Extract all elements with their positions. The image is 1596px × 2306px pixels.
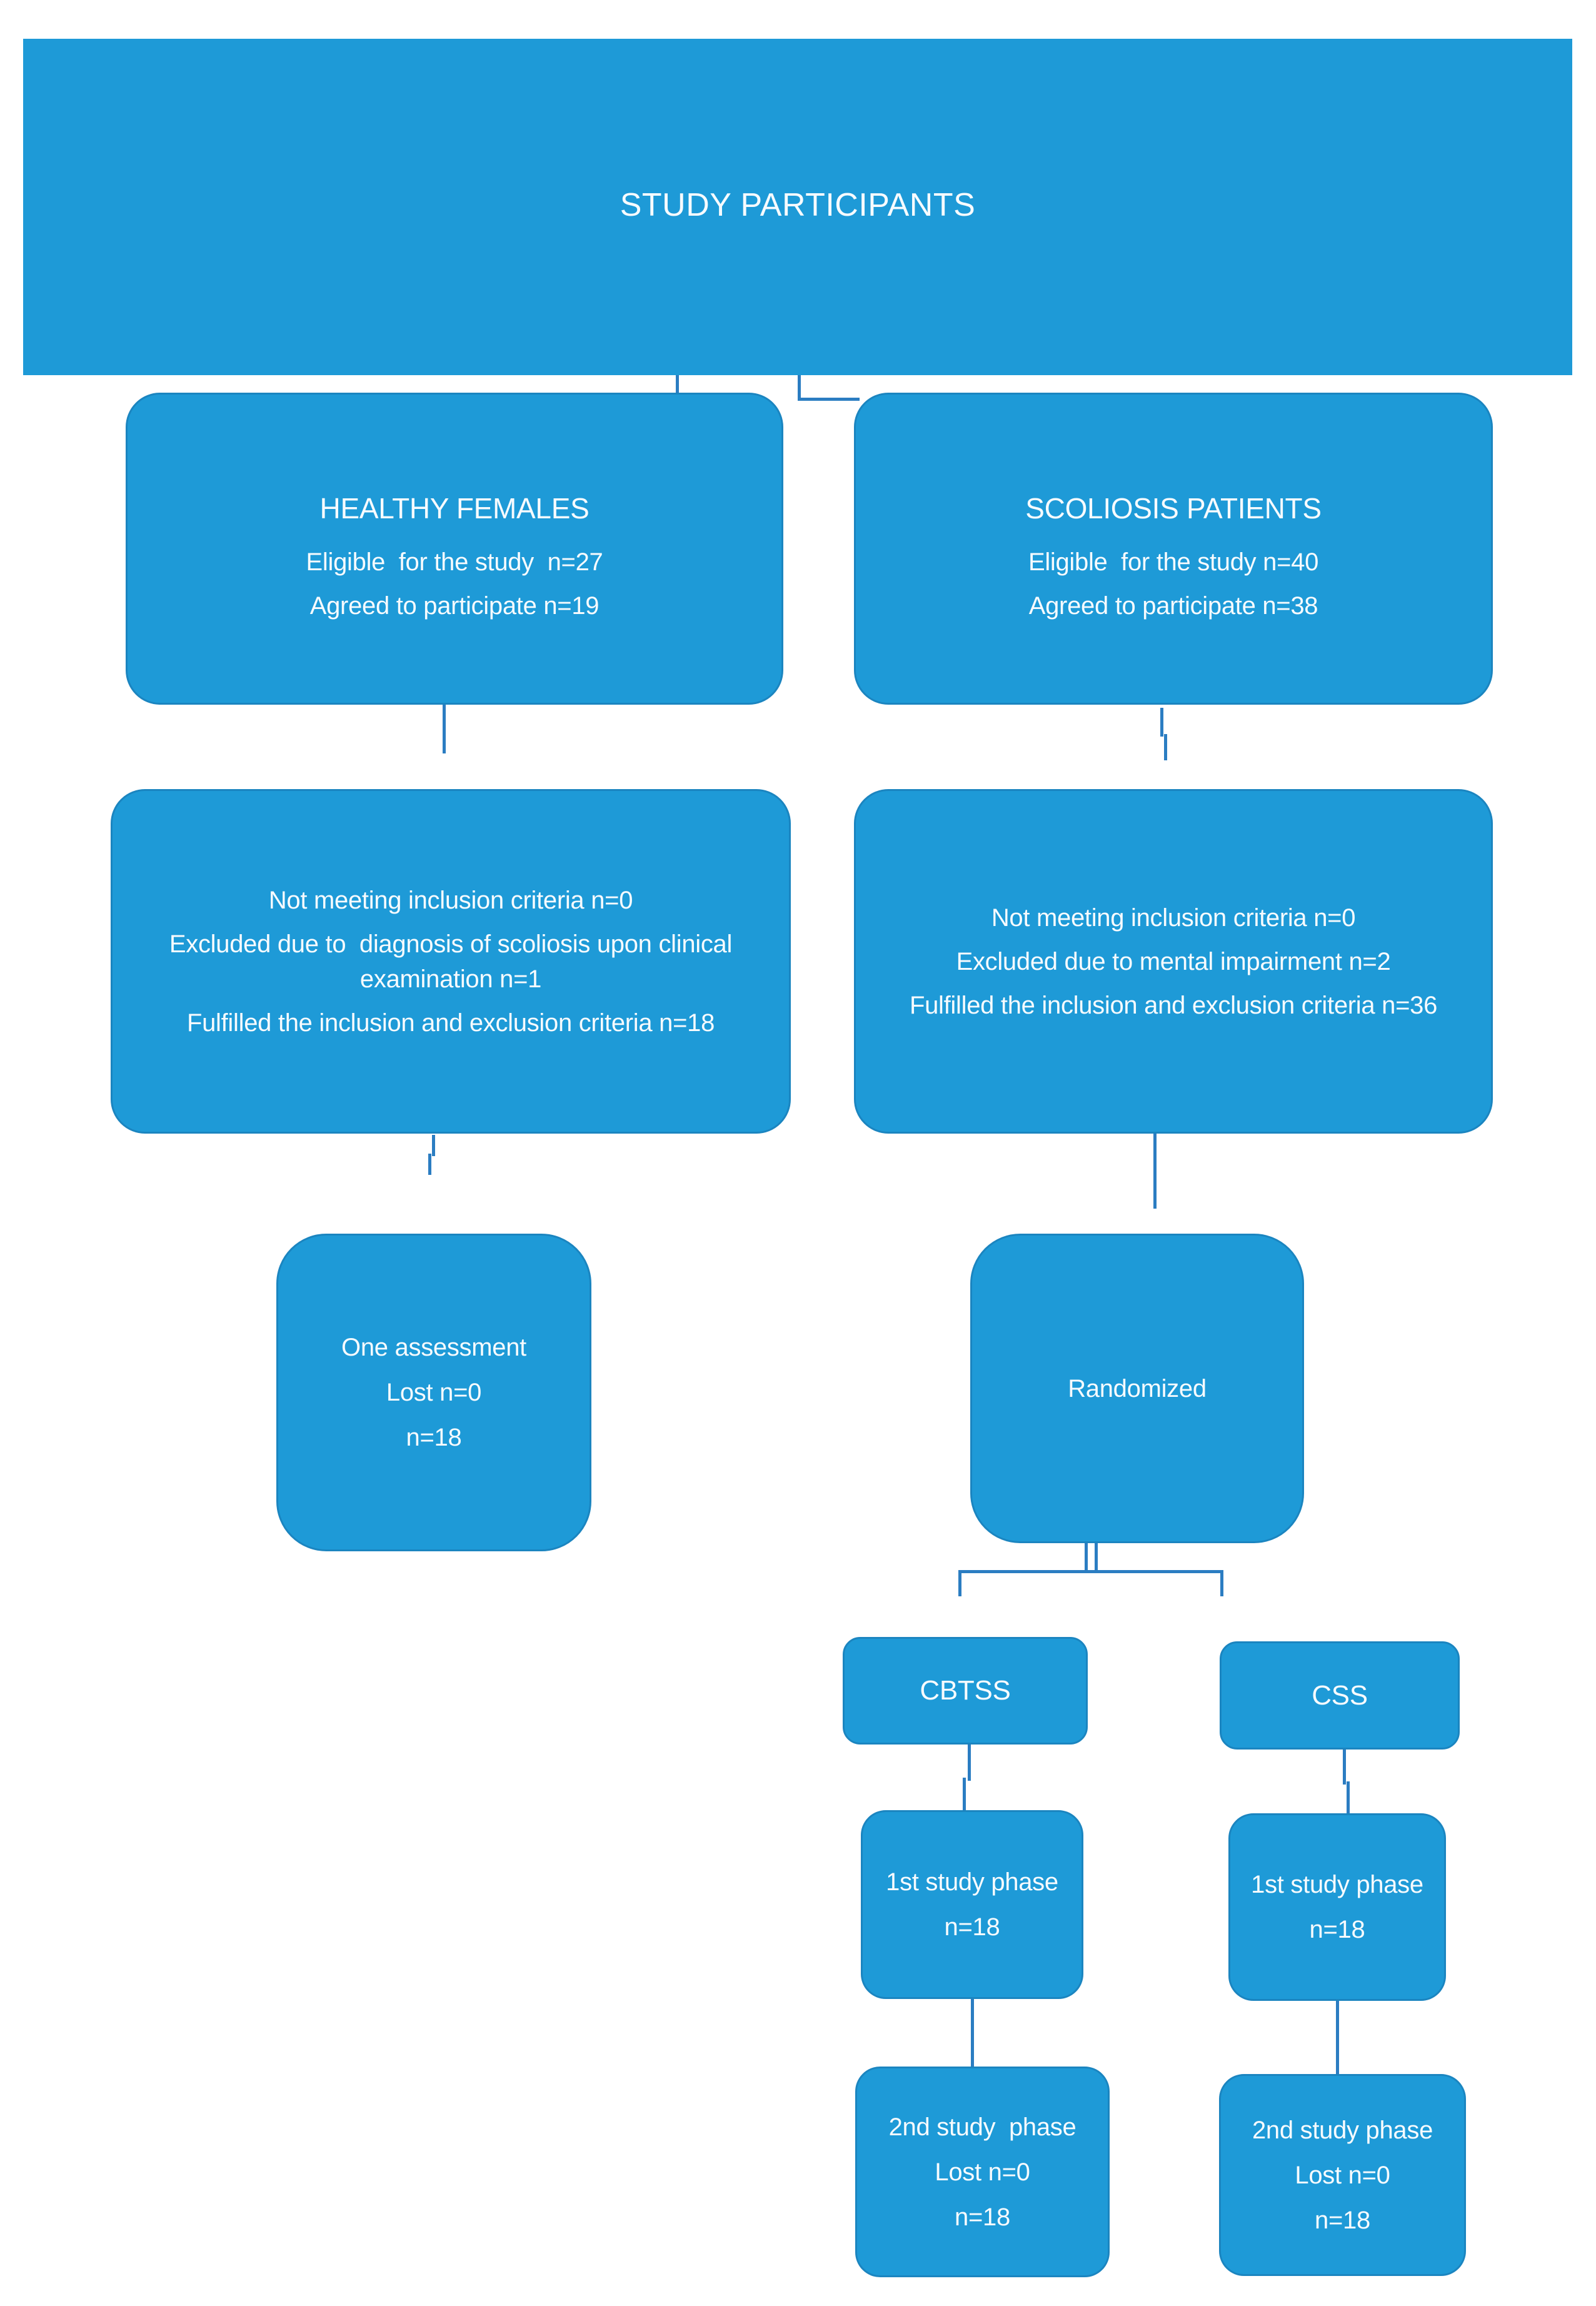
connector-banner-scoliosis-arm bbox=[798, 398, 860, 401]
scoliosis-patients-box: SCOLIOSIS PATIENTS Eligible for the stud… bbox=[854, 393, 1493, 705]
connector-css-phase2 bbox=[1336, 2001, 1339, 2074]
css-phase1-line: 1st study phase bbox=[1251, 1871, 1423, 1898]
randomized-box: Randomized bbox=[970, 1234, 1304, 1543]
css-phase1-box: 1st study phase n=18 bbox=[1228, 1813, 1446, 2001]
connector-scoliosis-screening-b bbox=[1164, 734, 1167, 760]
css-phase1-n-line: n=18 bbox=[1309, 1916, 1365, 1943]
healthy-agreed-line: Agreed to participate n=19 bbox=[309, 592, 600, 620]
cbtss-box: CBTSS bbox=[843, 1637, 1088, 1745]
healthy-fulfilled-line: Fulfilled the inclusion and exclusion cr… bbox=[186, 1009, 715, 1037]
css-phase2-n-line: n=18 bbox=[1315, 2206, 1370, 2234]
connector-randomized-stem-left bbox=[1085, 1543, 1088, 1573]
connector-split-tick-css bbox=[1220, 1570, 1223, 1596]
study-participants-banner: STUDY PARTICIPANTS bbox=[23, 39, 1572, 375]
css-phase2-line: 2nd study phase bbox=[1252, 2116, 1433, 2144]
connector-css-phase1-b bbox=[1347, 1781, 1350, 1815]
connector-split-tick-cbtss bbox=[958, 1570, 961, 1596]
connector-css-phase1-a bbox=[1343, 1750, 1346, 1785]
scoliosis-fulfilled-line: Fulfilled the inclusion and exclusion cr… bbox=[909, 991, 1438, 1019]
one-assessment-n-line: n=18 bbox=[406, 1424, 462, 1451]
connector-split-bar bbox=[958, 1570, 1223, 1573]
healthy-not-meeting-line: Not meeting inclusion criteria n=0 bbox=[268, 886, 633, 914]
cbtss-phase1-box: 1st study phase n=18 bbox=[861, 1810, 1083, 1999]
scoliosis-eligible-line: Eligible for the study n=40 bbox=[1028, 548, 1319, 576]
healthy-females-box: HEALTHY FEMALES Eligible for the study n… bbox=[126, 393, 783, 705]
css-phase2-box: 2nd study phase Lost n=0 n=18 bbox=[1219, 2074, 1466, 2276]
one-assessment-lost-line: Lost n=0 bbox=[386, 1379, 482, 1406]
cbtss-phase2-lost-line: Lost n=0 bbox=[935, 2158, 1030, 2186]
connector-banner-scoliosis-stem bbox=[798, 375, 801, 401]
css-phase2-lost-line: Lost n=0 bbox=[1295, 2161, 1390, 2189]
connector-healthy-screening bbox=[443, 705, 446, 753]
cbtss-label: CBTSS bbox=[920, 1675, 1011, 1706]
randomized-label: Randomized bbox=[1068, 1374, 1207, 1402]
cbtss-phase2-line: 2nd study phase bbox=[888, 2113, 1077, 2141]
healthy-screening-box: Not meeting inclusion criteria n=0 Exclu… bbox=[111, 789, 791, 1134]
connector-scoliosis-screening-a bbox=[1160, 708, 1163, 737]
cbtss-phase2-n-line: n=18 bbox=[955, 2203, 1010, 2231]
css-box: CSS bbox=[1220, 1641, 1460, 1750]
one-assessment-line: One assessment bbox=[341, 1334, 526, 1361]
connector-cbtss-phase1-a bbox=[968, 1745, 971, 1781]
healthy-eligible-line: Eligible for the study n=27 bbox=[306, 548, 603, 576]
css-label: CSS bbox=[1312, 1679, 1368, 1711]
scoliosis-screening-box: Not meeting inclusion criteria n=0 Exclu… bbox=[854, 789, 1493, 1134]
connector-banner-healthy bbox=[676, 375, 679, 394]
connector-randomized-stem-right bbox=[1095, 1543, 1098, 1573]
scoliosis-not-meeting-line: Not meeting inclusion criteria n=0 bbox=[991, 904, 1356, 932]
cbtss-phase1-n-line: n=18 bbox=[944, 1913, 1000, 1941]
healthy-excluded-line: Excluded due to diagnosis of scoliosis u… bbox=[169, 930, 739, 993]
cbtss-phase1-line: 1st study phase bbox=[886, 1868, 1058, 1896]
cbtss-phase2-box: 2nd study phase Lost n=0 n=18 bbox=[855, 2067, 1110, 2277]
healthy-females-heading: HEALTHY FEMALES bbox=[319, 492, 590, 525]
scoliosis-patients-heading: SCOLIOSIS PATIENTS bbox=[1025, 492, 1322, 525]
connector-cbtss-phase1-b bbox=[963, 1778, 966, 1815]
one-assessment-box: One assessment Lost n=0 n=18 bbox=[276, 1234, 591, 1551]
connector-screening-oneassessment-b bbox=[428, 1154, 431, 1175]
scoliosis-excluded-line: Excluded due to mental impairment n=2 bbox=[956, 947, 1391, 975]
connector-cbtss-phase2 bbox=[971, 1999, 974, 2067]
scoliosis-agreed-line: Agreed to participate n=38 bbox=[1028, 592, 1318, 620]
connector-screening-randomized bbox=[1153, 1134, 1157, 1209]
banner-title: STUDY PARTICIPANTS bbox=[620, 187, 976, 223]
connector-screening-oneassessment-a bbox=[432, 1135, 435, 1156]
